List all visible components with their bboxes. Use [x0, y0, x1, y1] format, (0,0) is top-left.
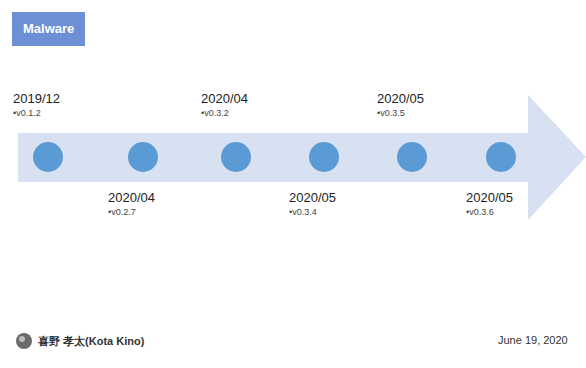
timeline-dot-circle [486, 142, 516, 172]
version-label: •v0.3.5 [377, 107, 424, 119]
timeline-point: 2020/04•v0.2.7 [128, 142, 158, 172]
timeline-text: 2020/05•v0.3.6 [466, 190, 513, 218]
timeline-point: 2020/05•v0.3.5 [397, 142, 427, 172]
avatar-icon [16, 333, 32, 349]
timeline-text: 2020/04•v0.2.7 [108, 190, 155, 218]
date-footer: June 19, 2020 [498, 334, 568, 346]
date-label: 2020/04 [108, 190, 155, 206]
timeline-text: 2020/05•v0.3.4 [289, 190, 336, 218]
timeline-dot-circle [309, 142, 339, 172]
date-label: 2020/05 [377, 91, 424, 107]
timeline-point: 2019/12•v0.1.2 [33, 142, 63, 172]
date-label: 2020/05 [466, 190, 513, 206]
author-name: 喜野 孝太(Kota Kino) [38, 334, 144, 349]
version-label: •v0.3.4 [289, 206, 336, 218]
timeline-text: 2019/12•v0.1.2 [13, 91, 60, 119]
date-label: 2020/04 [201, 91, 248, 107]
version-label: •v0.1.2 [13, 107, 60, 119]
timeline-dot [128, 142, 158, 172]
title-box: Malware [12, 12, 85, 46]
version-label: •v0.3.2 [201, 107, 248, 119]
timeline-arrow [18, 95, 586, 220]
avatar-face [19, 336, 25, 342]
timeline-dot [33, 142, 63, 172]
version-label: •v0.3.6 [466, 206, 513, 218]
timeline-dot-circle [397, 142, 427, 172]
timeline-dot [221, 142, 251, 172]
version-label: •v0.2.7 [108, 206, 155, 218]
timeline-text: 2020/05•v0.3.5 [377, 91, 424, 119]
timeline-dot-circle [128, 142, 158, 172]
timeline-dot [397, 142, 427, 172]
timeline-dot [486, 142, 516, 172]
timeline-dot-circle [221, 142, 251, 172]
timeline-point: 2020/04•v0.3.2 [221, 142, 251, 172]
timeline-point: 2020/05•v0.3.4 [309, 142, 339, 172]
timeline-dot-circle [33, 142, 63, 172]
timeline-text: 2020/04•v0.3.2 [201, 91, 248, 119]
timeline-dot [309, 142, 339, 172]
timeline-point: 2020/05•v0.3.6 [486, 142, 516, 172]
date-label: 2019/12 [13, 91, 60, 107]
date-label: 2020/05 [289, 190, 336, 206]
